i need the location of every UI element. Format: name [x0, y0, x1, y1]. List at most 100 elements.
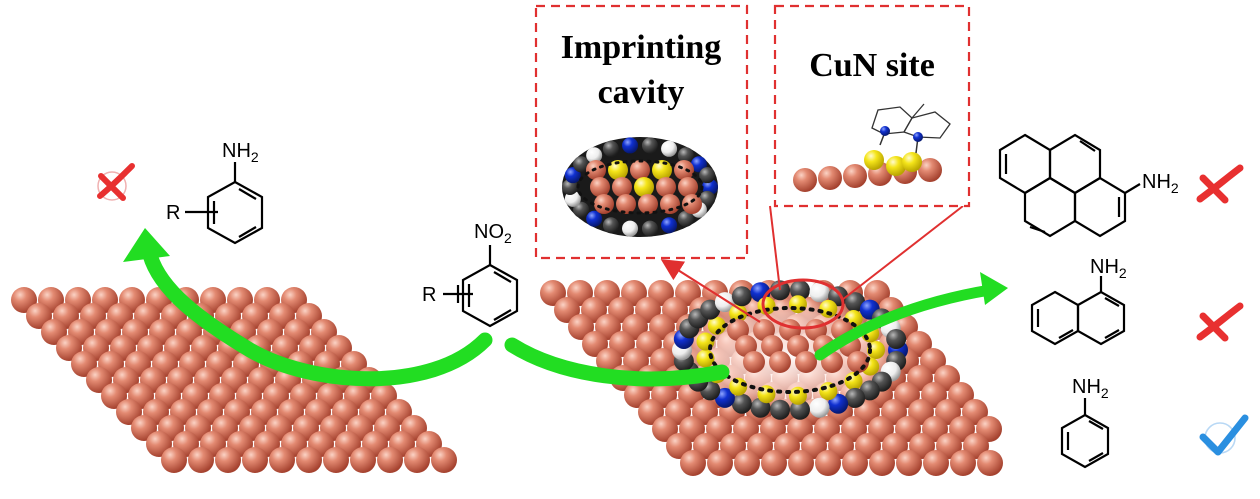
callout-cavity-line2: cavity: [598, 74, 685, 111]
copper-atom: [923, 450, 949, 476]
pointer-line-site-a: [769, 205, 781, 291]
aminopyrene-amine: NH2: [1142, 171, 1179, 196]
copper-atom: [404, 447, 430, 473]
cun-site-highlight-circle: [761, 278, 845, 330]
hydrogen-atom: [809, 282, 830, 303]
carbon-atom: [573, 156, 590, 173]
carbon-atom: [886, 328, 907, 349]
cross-mark-left: [97, 163, 135, 201]
copper-atom: [769, 351, 791, 373]
copper-atom: [843, 164, 867, 188]
copper-atom: [842, 450, 868, 476]
copper-atom: [761, 450, 787, 476]
hydrogen-atom: [622, 220, 639, 237]
carbon-atom: [699, 190, 716, 207]
copper-atom: [242, 447, 268, 473]
nitrogen-atom: [586, 210, 603, 227]
imprinted-cavity-model: [672, 278, 908, 420]
copper-atom: [215, 447, 241, 473]
nitrogen-atom: [564, 167, 581, 184]
callout-cavity-line1: Imprinting: [561, 29, 722, 66]
copper-lattice-left: [11, 287, 457, 473]
copper-atom: [815, 450, 841, 476]
sulfur-atom: [652, 160, 672, 180]
cun-site-model: [793, 103, 951, 192]
molecule-aniline: [1060, 398, 1110, 469]
copper-atom: [594, 194, 614, 214]
copper-atom: [431, 447, 457, 473]
copper-atom: [323, 447, 349, 473]
molecule-substituted-aniline: [185, 162, 264, 245]
copper-atom: [847, 351, 869, 373]
copper-atom: [743, 351, 765, 373]
nitrogen-atom: [714, 387, 735, 408]
molecule-nitroarene: [443, 245, 519, 328]
carbon-atom: [677, 210, 694, 227]
aniline-amine: NH2: [1072, 376, 1109, 401]
carbon-atom: [845, 387, 866, 408]
carbon-atom: [789, 399, 810, 420]
molecule-aminopyrene: [998, 133, 1141, 238]
pointer-line-site-b: [841, 205, 964, 301]
carbon-atom: [731, 286, 752, 307]
carbon-atom: [602, 140, 619, 157]
check-mark-aniline: [1199, 414, 1249, 456]
copper-atom: [590, 177, 610, 197]
copper-atom: [869, 450, 895, 476]
pointer-line-cavity: [660, 259, 761, 323]
nitroarene-substituent: R: [422, 284, 436, 306]
carbon-atom: [602, 217, 619, 234]
carbon-atom: [845, 292, 866, 313]
copper-atom: [377, 447, 403, 473]
copper-atom: [680, 450, 706, 476]
copper-atom: [630, 160, 650, 180]
carbon-atom: [641, 137, 658, 154]
copper-atom: [918, 158, 942, 182]
copper-atom: [188, 447, 214, 473]
callout-site-title: CuN site: [809, 47, 935, 84]
copper-atom: [296, 447, 322, 473]
cavity-zoom-inset: [562, 137, 718, 237]
copper-atom: [734, 450, 760, 476]
carbon-atom: [677, 147, 694, 164]
carbon-atom: [573, 201, 590, 218]
copper-atom: [612, 177, 632, 197]
copper-atom: [161, 447, 187, 473]
nitro-group-label: NO2: [474, 221, 512, 246]
callout-imprinting-cavity: Imprinting cavity: [534, 4, 749, 260]
copper-atom: [950, 450, 976, 476]
cross-mark-aminopyrene: [1196, 164, 1244, 204]
nitrogen-atom: [690, 156, 707, 173]
copper-atom: [795, 351, 817, 373]
sulfur-atom: [864, 150, 884, 170]
copper-atom: [269, 447, 295, 473]
nitrogen-atom: [622, 137, 639, 154]
sulfur-atom: [844, 371, 863, 390]
green-arrow-to-cavity: [504, 337, 730, 387]
sulfur-atom: [819, 299, 838, 318]
molecule-naphthylamine: [1030, 276, 1126, 346]
copper-atom: [678, 177, 698, 197]
copper-atom: [707, 450, 733, 476]
carbon-atom: [789, 280, 810, 301]
copper-atom: [788, 450, 814, 476]
copper-atom: [350, 447, 376, 473]
cavity-dotted-ring: [708, 306, 872, 394]
sulfur-atom: [634, 177, 654, 197]
carbon-atom: [859, 380, 880, 401]
copper-atom: [682, 194, 702, 214]
hydrogen-atom: [586, 147, 603, 164]
copper-atom: [674, 160, 694, 180]
aniline-left-amine: NH2: [222, 140, 259, 165]
copper-atom: [638, 194, 658, 214]
sulfur-atom: [707, 316, 726, 335]
carbon-atom: [731, 393, 752, 414]
sulfur-atom: [886, 156, 906, 176]
copper-atom: [977, 450, 1003, 476]
callout-cun-site: CuN site: [773, 4, 971, 208]
carbon-atom: [700, 299, 721, 320]
nitrogen-atom: [661, 217, 678, 234]
copper-atom: [656, 177, 676, 197]
carbon-atom: [770, 399, 791, 420]
